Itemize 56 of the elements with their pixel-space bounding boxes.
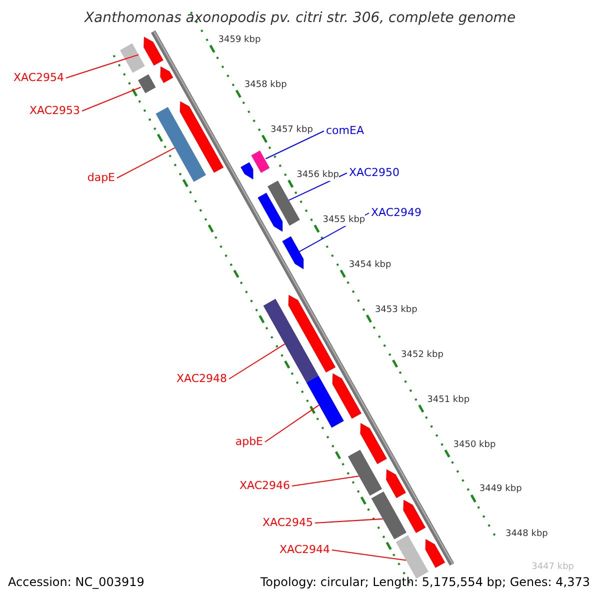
- map-title: Xanthomonas axonopodis pv. citri str. 306, complete genome: [83, 9, 517, 27]
- gene-feature: [425, 539, 446, 568]
- gene-feature: [403, 500, 426, 533]
- scale-label: 3448 kbp: [505, 529, 548, 540]
- gene-block: [251, 150, 270, 173]
- leader-line: [265, 130, 324, 160]
- gene-label: apbE: [235, 435, 263, 448]
- gene-feature: [360, 423, 387, 464]
- gene-label: XAC2945: [262, 516, 313, 529]
- gene-block: [138, 74, 156, 94]
- gene-feature: [282, 236, 304, 270]
- gene-bar: [263, 298, 318, 382]
- gene-bar: [156, 107, 206, 182]
- gene-bar: [348, 450, 382, 496]
- gene-label: XAC2944: [279, 543, 330, 556]
- gene-bar: [371, 492, 406, 540]
- gene-feature: [288, 294, 336, 372]
- gene-bar: [120, 43, 145, 73]
- gene-label: XAC2954: [13, 71, 64, 84]
- leader-line: [288, 172, 348, 201]
- leader-line: [292, 476, 360, 486]
- accession-text: Accession: NC_003919: [8, 576, 144, 589]
- gene-label: XAC2949: [371, 206, 422, 219]
- scale-label: 3449 kbp: [479, 484, 522, 496]
- scale-label: 3459 kbp: [218, 34, 261, 46]
- scale-label: 3450 kbp: [453, 440, 496, 451]
- scale-label: 3454 kbp: [348, 260, 392, 271]
- leader-line: [264, 404, 320, 442]
- scale-label: 3458 kbp: [244, 80, 287, 91]
- genome-info-text: Topology: circular; Length: 5,175,554 bp; Genes: 4,373: [260, 576, 590, 589]
- leader-line: [116, 147, 176, 178]
- scale-label: 3447 kbp: [532, 562, 574, 574]
- gene-label: comEA: [326, 124, 364, 137]
- scale-label: 3452 kbp: [401, 350, 444, 361]
- scale-label: 3455 kbp: [322, 214, 366, 226]
- gene-label: XAC2953: [29, 104, 80, 117]
- leader-line: [332, 550, 407, 561]
- gene-label: XAC2946: [239, 479, 290, 492]
- gene-bar: [306, 376, 344, 428]
- gene-feature: [332, 373, 362, 419]
- scale-label: 3456 kbp: [296, 170, 340, 181]
- gene-feature: [144, 36, 164, 66]
- leader-line: [228, 344, 286, 380]
- gene-bar: [268, 180, 300, 226]
- gene-label: dapE: [87, 171, 115, 184]
- gene-feature: [386, 469, 406, 498]
- scale-label: 3451 kbp: [427, 394, 470, 406]
- gene-label: XAC2948: [176, 372, 227, 385]
- gene-label: XAC2950: [349, 166, 400, 179]
- gene-feature: [240, 162, 254, 180]
- gene-feature: [258, 192, 283, 232]
- gene-feature: [180, 101, 224, 173]
- gene-feature: [160, 66, 174, 83]
- scale-label: 3453 kbp: [374, 304, 418, 316]
- leader-line: [82, 86, 142, 112]
- scale-label: 3457 kbp: [270, 124, 313, 136]
